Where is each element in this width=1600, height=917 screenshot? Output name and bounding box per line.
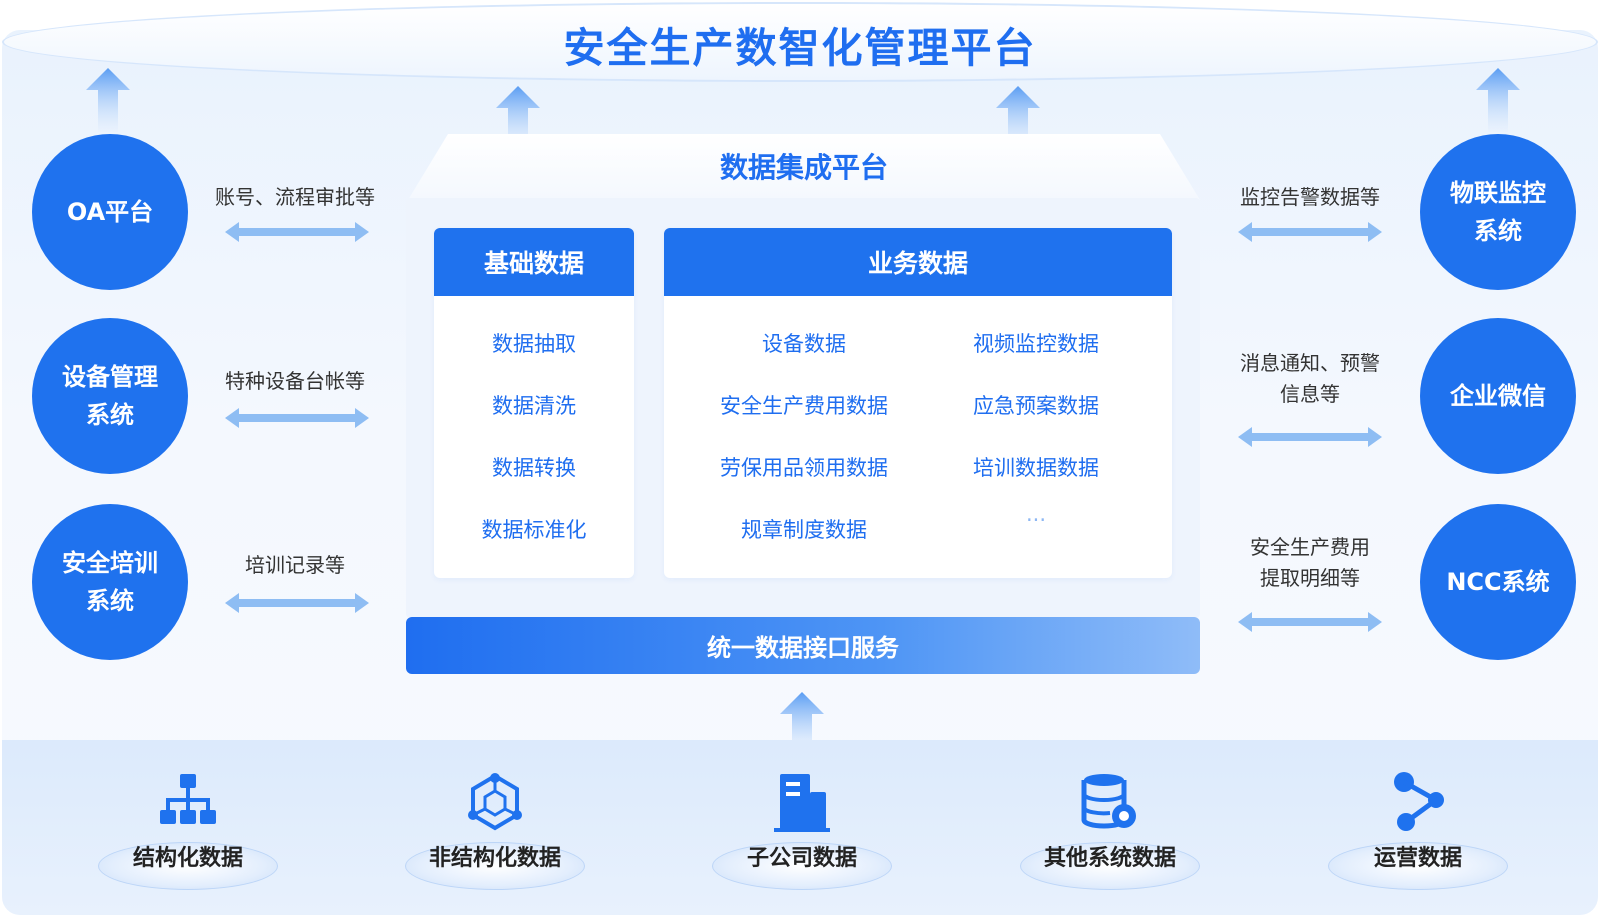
double-arrow-icon [225,222,369,242]
up-arrow-icon [1476,68,1520,132]
business-data-item: 设备数据 [762,332,846,356]
database-gear-icon [1081,774,1136,829]
main-title: 安全生产数智化管理平台 [563,24,1037,72]
source-pedestal [1328,842,1508,890]
share-nodes-icon [1394,772,1444,831]
double-arrow-icon [1238,427,1382,447]
double-arrow-icon [1238,222,1382,242]
system-circle-training: 安全培训 系统 [32,504,188,660]
connection-label: 监控告警数据等 [1240,185,1380,209]
system-circle-ncc: NCC系统 [1420,504,1576,660]
business-data-item: 培训数据数据 [973,456,1099,480]
connection-label: 消息通知、预警 信息等 [1240,351,1380,406]
source-subsidiary: 子公司数据 [702,772,902,892]
source-label: 子公司数据 [746,846,857,871]
basic-data-item: 数据标准化 [481,518,587,542]
source-pedestal [1020,842,1200,890]
source-unstructured: 非结构化数据 [395,772,595,892]
business-data-item: 劳保用品领用数据 [720,456,888,480]
double-arrow-icon [1238,612,1382,632]
business-data-header: 业务数据 [664,228,1172,296]
source-pedestal [405,842,585,890]
source-label: 非结构化数据 [428,846,561,871]
double-arrow-icon [225,593,369,613]
business-data-item: 规章制度数据 [741,518,867,542]
source-structured: 结构化数据 [88,772,288,892]
up-arrow-icon [780,692,824,756]
double-arrow-icon [225,408,369,428]
platform-cap [408,134,1200,200]
unified-api-bar: 统一数据接口服务 [406,617,1200,674]
up-arrow-icon [496,86,540,150]
basic-data-header: 基础数据 [434,228,634,296]
org-chart-icon [160,774,216,824]
hexagon-network-icon [468,773,522,831]
up-arrow-icon [996,86,1040,150]
basic-data-item: 数据转换 [492,456,576,480]
source-label: 其他系统数据 [1043,846,1176,871]
business-data-item: 安全生产费用数据 [720,394,888,418]
basic-data-card: 基础数据 数据抽取 数据清洗 数据转换 数据标准化 [434,228,634,578]
connection-label: 培训记录等 [245,553,345,577]
connection-label: 安全生产费用 提取明细等 [1250,535,1370,590]
connection-label: 账号、流程审批等 [215,185,375,209]
basic-data-item: 数据清洗 [492,394,576,418]
building-icon [774,774,830,832]
system-circle-wecom: 企业微信 [1420,318,1576,474]
business-data-item: 应急预案数据 [973,394,1099,418]
system-circle-iot: 物联监控 系统 [1420,134,1576,290]
basic-data-item: 数据抽取 [492,332,576,356]
connection-label: 特种设备台帐等 [225,369,365,393]
up-arrow-icon [86,68,130,132]
ellipsis-icon: ··· [1025,508,1047,532]
system-circle-equipment: 设备管理 系统 [32,318,188,474]
source-label: 结构化数据 [132,846,243,871]
business-data-card: 业务数据 设备数据 安全生产费用数据 劳保用品领用数据 规章制度数据 视频监控数… [664,228,1172,578]
source-other-systems: 其他系统数据 [1010,772,1210,892]
source-pedestal [712,842,892,890]
source-label: 运营数据 [1373,846,1462,871]
business-data-item: 视频监控数据 [973,332,1099,356]
system-circle-oa: OA平台 [32,134,188,290]
top-ellipse [2,2,1598,82]
platform-title: 数据集成平台 [719,151,888,184]
source-pedestal [98,842,278,890]
source-operations: 运营数据 [1318,772,1518,892]
